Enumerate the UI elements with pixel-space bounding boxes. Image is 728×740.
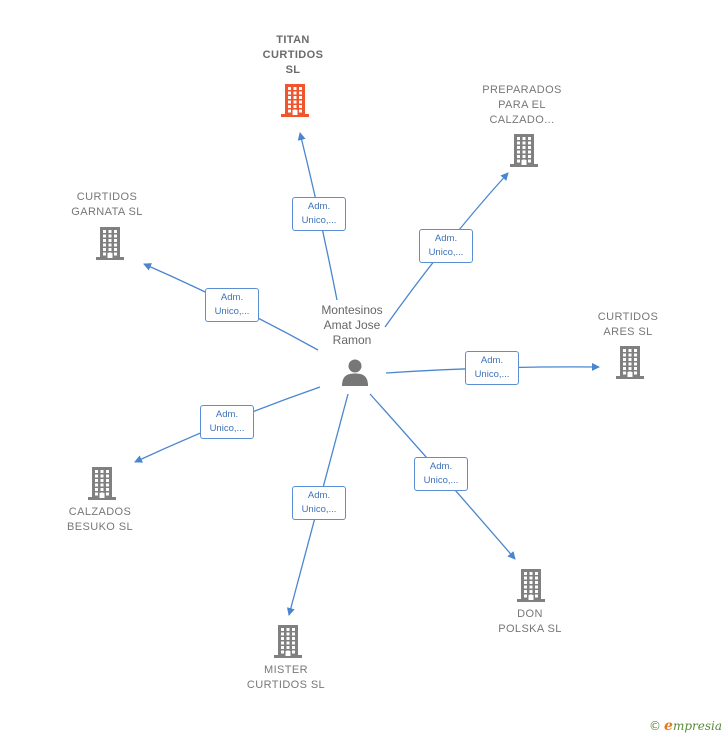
relation-label-besuko[interactable]: Adm. Unico,... xyxy=(200,405,254,439)
person-name-label[interactable]: Montesinos Amat Jose Ramon xyxy=(321,303,383,347)
company-label-besuko[interactable]: CALZADOS BESUKO SL xyxy=(67,506,133,533)
relation-label-preparados[interactable]: Adm. Unico,... xyxy=(419,229,473,263)
building-icon[interactable] xyxy=(278,83,312,122)
company-label-garnata[interactable]: CURTIDOS GARNATA SL xyxy=(71,191,143,218)
building-icon[interactable] xyxy=(613,345,647,384)
company-label-ares[interactable]: CURTIDOS ARES SL xyxy=(597,311,659,338)
building-icon[interactable] xyxy=(271,624,305,663)
relation-label-don[interactable]: Adm. Unico,... xyxy=(414,457,468,491)
relation-label-titan[interactable]: Adm. Unico,... xyxy=(292,197,346,231)
relation-label-mister[interactable]: Adm. Unico,... xyxy=(292,486,346,520)
person-icon[interactable] xyxy=(340,357,370,392)
relation-label-garnata[interactable]: Adm. Unico,... xyxy=(205,288,259,322)
building-icon[interactable] xyxy=(85,466,119,505)
copyright-icon: © xyxy=(649,719,662,733)
company-label-preparados[interactable]: PREPARADOS PARA EL CALZADO... xyxy=(482,83,562,126)
brand-logo: ©empresia xyxy=(649,718,722,734)
company-label-titan[interactable]: TITAN CURTIDOS SL xyxy=(262,33,324,76)
building-icon[interactable] xyxy=(93,226,127,265)
company-label-mister[interactable]: MISTER CURTIDOS SL xyxy=(246,664,326,691)
building-icon[interactable] xyxy=(507,133,541,172)
relation-label-ares[interactable]: Adm. Unico,... xyxy=(465,351,519,385)
company-label-don[interactable]: DON POLSKA SL xyxy=(498,608,562,635)
building-icon[interactable] xyxy=(514,568,548,607)
